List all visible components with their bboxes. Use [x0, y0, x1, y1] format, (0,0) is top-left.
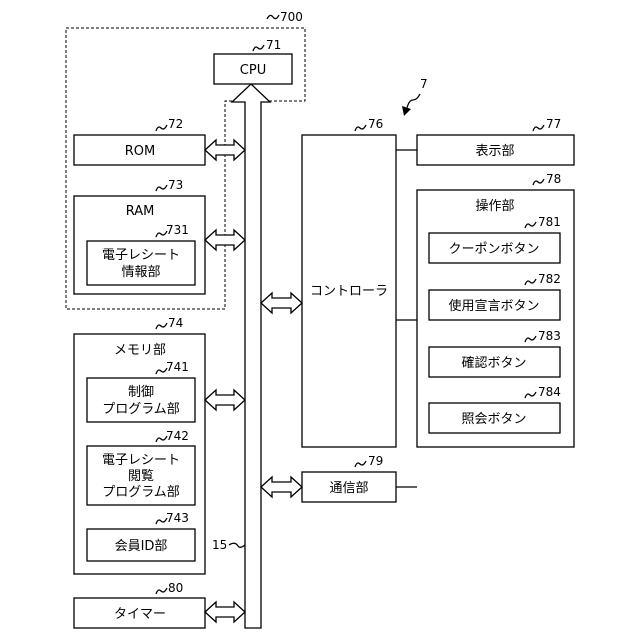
- controller-ref-leader: [355, 125, 366, 131]
- display-ref-leader: [533, 125, 544, 131]
- memory-bus-arrow: [205, 390, 245, 410]
- bus-ref-leader: [229, 543, 245, 547]
- coupon-button-ref: 781: [538, 215, 561, 229]
- ereceipt-info-ref: 731: [166, 223, 189, 237]
- inquiry-button-label: 照会ボタン: [461, 412, 526, 427]
- controller-label: コントローラ: [310, 284, 388, 299]
- communication-label: 通信部: [329, 481, 368, 496]
- ram-ref: 73: [168, 178, 183, 192]
- timer-ref-leader: [156, 588, 167, 594]
- communication-ref-leader: [355, 461, 366, 467]
- system-ref-leader: [407, 94, 420, 108]
- controller-ref: 76: [368, 117, 383, 131]
- rom-ref-leader: [156, 125, 167, 131]
- rom-label: ROM: [125, 144, 155, 159]
- control-prog-label-line1: 制御: [128, 385, 154, 400]
- timer-label: タイマー: [114, 607, 166, 622]
- control-prog-ref: 741: [166, 360, 189, 374]
- ram-ref-leader: [156, 185, 167, 191]
- system-ref-arrowhead: [402, 106, 411, 116]
- ereceipt-info-label-line2: 情報部: [121, 265, 160, 280]
- control-prog-label-line2: プログラム部: [102, 402, 180, 417]
- cpu-ref: 71: [266, 38, 281, 52]
- browse-prog-label-line2: 閲覧: [128, 468, 154, 484]
- browse-prog-label-line1: 電子レシート: [102, 453, 180, 468]
- cpu-label: CPU: [240, 63, 266, 78]
- display-label: 表示部: [475, 144, 514, 159]
- confirm-button-ref: 783: [538, 329, 561, 343]
- ereceipt-info-label-line1: 電子レシート: [102, 248, 180, 263]
- timer-bus-arrow: [205, 602, 245, 622]
- group-700-leader: [267, 15, 279, 19]
- communication-bus-arrow: [261, 477, 302, 497]
- system-ref: 7: [420, 77, 428, 91]
- member-id-ref: 743: [166, 511, 189, 525]
- browse-prog-ref: 742: [166, 429, 189, 443]
- confirm-button-label: 確認ボタン: [461, 355, 526, 371]
- inquiry-button-ref: 784: [538, 385, 561, 399]
- cpu-ref-leader: [253, 45, 264, 51]
- group-700-ref: 700: [280, 10, 303, 24]
- memory-ref: 74: [168, 316, 183, 330]
- operation-ref: 78: [546, 172, 561, 186]
- operation-label: 操作部: [475, 198, 514, 214]
- ram-label: RAM: [126, 204, 155, 219]
- operation-ref-leader: [533, 179, 544, 185]
- browse-prog-label-line3: プログラム部: [102, 485, 180, 500]
- coupon-button-label: クーポンボタン: [448, 242, 539, 257]
- display-ref: 77: [546, 117, 561, 131]
- controller-bus-arrow: [261, 293, 302, 313]
- memory-label: メモリ部: [114, 343, 166, 358]
- communication-ref: 79: [368, 454, 383, 468]
- rom-ref: 72: [168, 117, 183, 131]
- use-decl-button-ref: 782: [538, 272, 561, 286]
- member-id-label: 会員ID部: [115, 539, 168, 554]
- memory-ref-leader: [156, 323, 167, 329]
- timer-ref: 80: [168, 581, 183, 595]
- use-decl-button-label: 使用宣言ボタン: [448, 298, 539, 314]
- bus-ref: 15: [212, 538, 227, 552]
